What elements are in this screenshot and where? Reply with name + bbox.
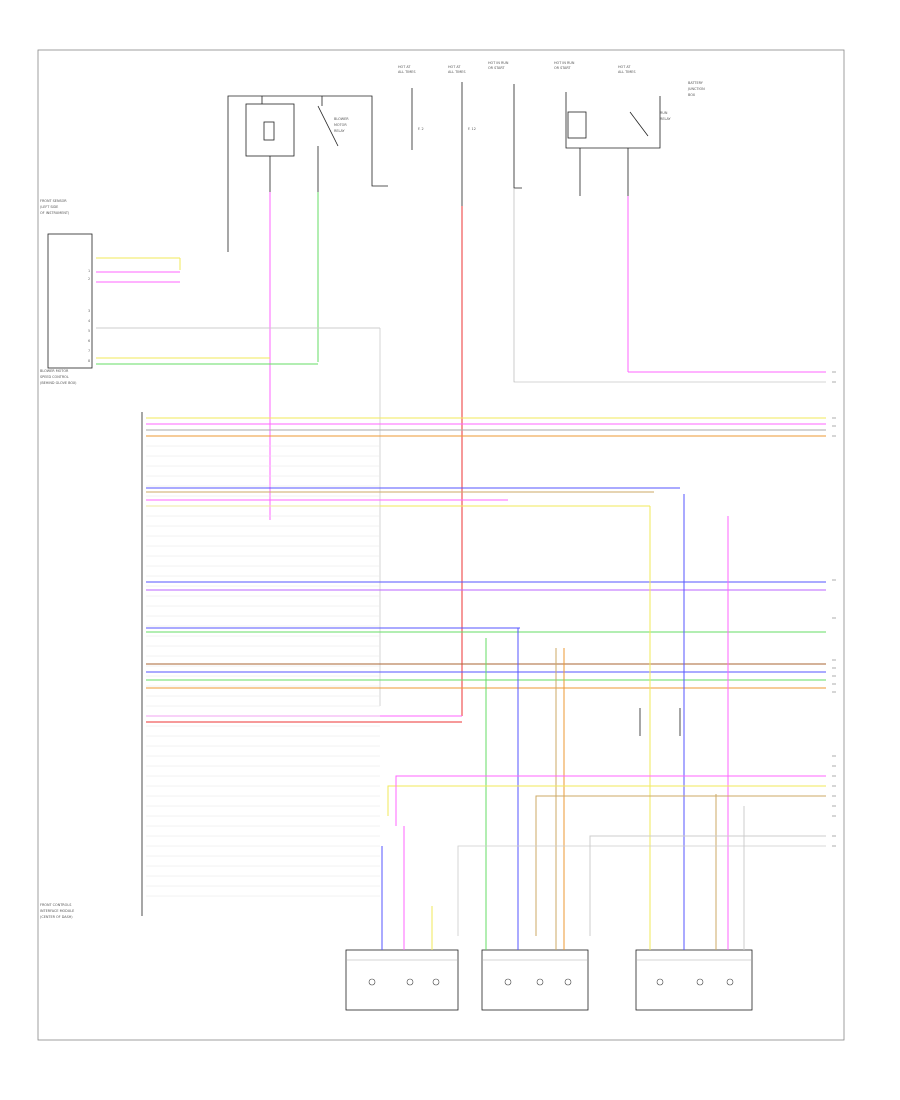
svg-text:HOT AT: HOT AT	[448, 65, 461, 69]
svg-text:7: 7	[88, 349, 90, 353]
fuse-column-3	[513, 84, 522, 189]
svg-text:2: 2	[88, 277, 90, 281]
svg-text:FRONT CONTROLS: FRONT CONTROLS	[40, 903, 71, 907]
ignition-relay-block: RUN RELAY	[565, 92, 672, 196]
svg-text:(LEFT SIDE: (LEFT SIDE	[40, 205, 58, 209]
svg-text:RELAY: RELAY	[334, 129, 346, 133]
fuse-column-2: F. 12	[461, 82, 476, 206]
svg-text:6: 6	[88, 339, 90, 343]
right-edge-terminals	[832, 371, 836, 847]
recirculation-actuator	[481, 949, 589, 1011]
svg-text:1: 1	[88, 269, 90, 273]
svg-text:OR START: OR START	[488, 66, 505, 70]
svg-text:ALL TIMES: ALL TIMES	[398, 70, 415, 74]
svg-text:4: 4	[88, 319, 90, 323]
blower-control-module-connector: FRONT SENSOR (LEFT SIDE OF INSTRUMENT) B…	[40, 199, 93, 385]
svg-text:BATTERY: BATTERY	[688, 81, 704, 85]
svg-text:HOT AT: HOT AT	[618, 65, 631, 69]
blower-relay-block: BLOWER MOTOR RELAY	[227, 95, 388, 192]
svg-text:SPEED CONTROL: SPEED CONTROL	[40, 375, 69, 379]
upper-vertical-wires	[96, 188, 826, 716]
diagram-frame	[37, 49, 845, 1041]
svg-text:(CENTER OF DASH): (CENTER OF DASH)	[40, 915, 73, 919]
svg-text:3: 3	[88, 309, 90, 313]
fuse-column-1: F. 2	[411, 88, 424, 150]
passenger-blend-actuator	[345, 949, 459, 1011]
svg-text:8: 8	[88, 359, 90, 363]
svg-text:ALL TIMES: ALL TIMES	[448, 70, 465, 74]
svg-text:5: 5	[88, 329, 90, 333]
svg-text:F. 2: F. 2	[418, 127, 424, 131]
svg-text:RUN: RUN	[660, 111, 668, 115]
svg-text:FRONT SENSOR: FRONT SENSOR	[40, 199, 67, 203]
main-harness	[146, 417, 826, 897]
svg-text:OF INSTRUMENT): OF INSTRUMENT)	[40, 211, 70, 215]
svg-text:BLOWER MOTOR: BLOWER MOTOR	[40, 369, 69, 373]
svg-text:RELAY: RELAY	[660, 117, 672, 121]
svg-text:HOT AT: HOT AT	[398, 65, 411, 69]
svg-text:BOX: BOX	[688, 93, 696, 97]
svg-text:INTERFACE MODULE: INTERFACE MODULE	[40, 909, 74, 913]
svg-text:ALL TIMES: ALL TIMES	[618, 70, 635, 74]
svg-text:JUNCTION: JUNCTION	[687, 87, 705, 91]
svg-text:HOT IN RUN: HOT IN RUN	[554, 61, 575, 65]
svg-text:HOT IN RUN: HOT IN RUN	[488, 61, 509, 65]
svg-text:F. 12: F. 12	[468, 127, 476, 131]
svg-text:MOTOR: MOTOR	[334, 123, 347, 127]
left-connector-pins: 1 2 3 4 5 6 7 8	[88, 269, 90, 363]
driver-blend-actuator	[635, 949, 753, 1011]
svg-text:BLOWER: BLOWER	[334, 117, 349, 121]
actuator-drop-wires	[381, 494, 826, 950]
svg-text:OR START: OR START	[554, 66, 571, 70]
main-connector: FRONT CONTROLS INTERFACE MODULE (CENTER …	[40, 412, 143, 919]
svg-text:(BEHIND GLOVE BOX): (BEHIND GLOVE BOX)	[40, 381, 77, 385]
